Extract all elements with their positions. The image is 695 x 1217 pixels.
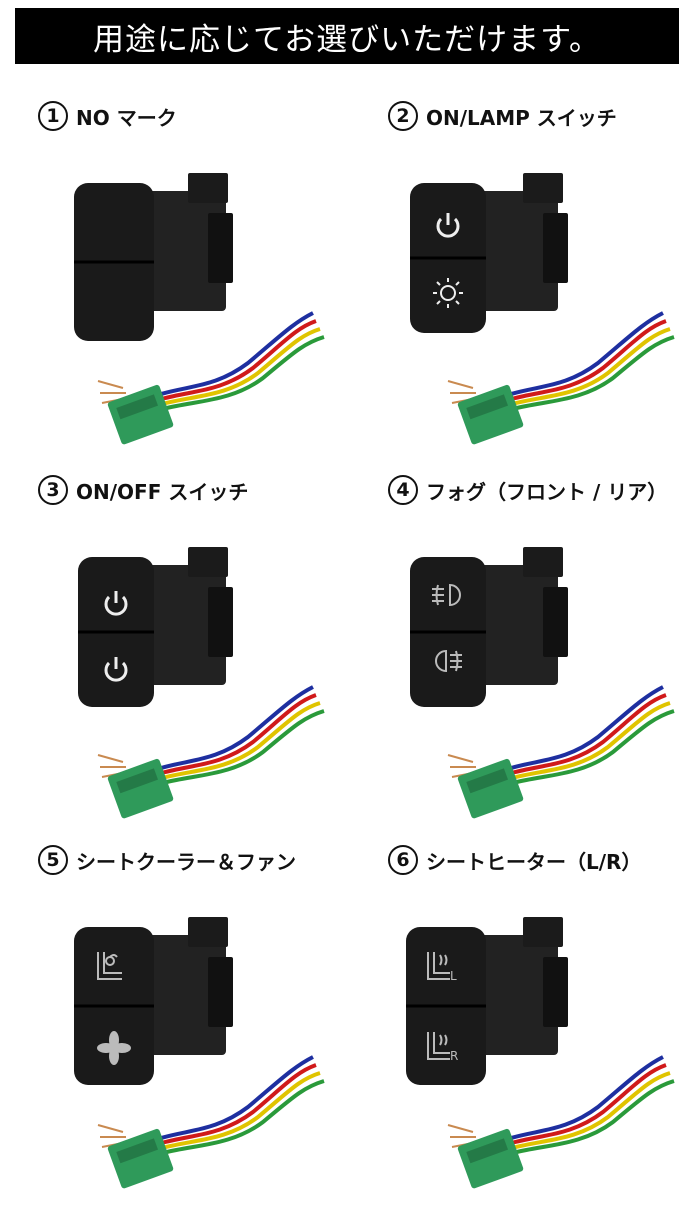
item-fog: 4 フォグ（フロント / リア） bbox=[388, 472, 695, 847]
wire-harness bbox=[97, 685, 325, 794]
seat-fan-icon bbox=[97, 952, 122, 980]
wire-harness bbox=[97, 1055, 325, 1164]
power-icon bbox=[104, 591, 128, 616]
wire-connector bbox=[107, 1128, 174, 1189]
switch-body bbox=[406, 917, 568, 1085]
switch-body bbox=[410, 173, 568, 333]
switch-product-image: L R bbox=[388, 897, 695, 1217]
wire-connector bbox=[107, 384, 174, 445]
item-label: 4 フォグ（フロント / リア） bbox=[388, 472, 667, 508]
seat-heater-r-letter: R bbox=[450, 1049, 458, 1063]
item-number: 1 bbox=[38, 101, 68, 131]
item-on-lamp: 2 ON/LAMP スイッチ bbox=[388, 98, 695, 473]
item-title: シートヒーター（L/R） bbox=[426, 849, 642, 874]
item-number: 3 bbox=[38, 475, 68, 505]
page-header: 用途に応じてお選びいただけます。 bbox=[15, 8, 679, 64]
wire-connector bbox=[457, 1128, 524, 1189]
power-icon bbox=[104, 657, 128, 682]
rear-fog-icon bbox=[435, 649, 462, 673]
wire-harness bbox=[447, 311, 675, 420]
item-label: 6 シートヒーター（L/R） bbox=[388, 842, 641, 878]
fan-icon bbox=[97, 1031, 131, 1065]
wire-connector bbox=[457, 758, 524, 819]
switch-product-image bbox=[388, 527, 695, 847]
item-title: ON/LAMP スイッチ bbox=[426, 105, 617, 130]
item-title: NO マーク bbox=[76, 105, 177, 130]
item-no-mark: 1 NO マーク bbox=[38, 98, 378, 473]
item-seat-cooler-fan: 5 シートクーラー＆ファン bbox=[38, 842, 378, 1217]
lamp-icon bbox=[433, 278, 463, 308]
page-title: 用途に応じてお選びいただけます。 bbox=[93, 21, 601, 58]
item-number: 2 bbox=[388, 101, 418, 131]
item-label: 2 ON/LAMP スイッチ bbox=[388, 98, 617, 134]
front-fog-icon bbox=[432, 583, 461, 607]
seat-heater-r-icon bbox=[427, 1032, 450, 1060]
switch-body bbox=[410, 547, 568, 707]
switch-body bbox=[78, 547, 233, 707]
item-label: 3 ON/OFF スイッチ bbox=[38, 472, 248, 508]
switch-product-image bbox=[388, 153, 695, 473]
switch-body bbox=[74, 173, 233, 341]
switch-product-image bbox=[38, 527, 378, 847]
power-icon bbox=[436, 213, 460, 238]
seat-heater-l-letter: L bbox=[450, 969, 457, 983]
wire-harness bbox=[447, 685, 675, 794]
item-number: 5 bbox=[38, 845, 68, 875]
item-seat-heater: 6 シートヒーター（L/R） bbox=[388, 842, 695, 1217]
item-title: シートクーラー＆ファン bbox=[76, 849, 296, 874]
switch-body bbox=[74, 917, 233, 1085]
item-title: ON/OFF スイッチ bbox=[76, 479, 249, 504]
wire-harness bbox=[447, 1055, 675, 1164]
switch-product-image bbox=[38, 897, 378, 1217]
wire-connector bbox=[457, 384, 524, 445]
seat-heater-l-icon bbox=[427, 952, 450, 980]
item-label: 1 NO マーク bbox=[38, 98, 177, 134]
item-label: 5 シートクーラー＆ファン bbox=[38, 842, 296, 878]
item-number: 4 bbox=[388, 475, 418, 505]
item-title: フォグ（フロント / リア） bbox=[426, 479, 668, 504]
wire-connector bbox=[107, 758, 174, 819]
item-on-off: 3 ON/OFF スイッチ bbox=[38, 472, 378, 847]
item-number: 6 bbox=[388, 845, 418, 875]
switch-product-image bbox=[38, 153, 378, 473]
